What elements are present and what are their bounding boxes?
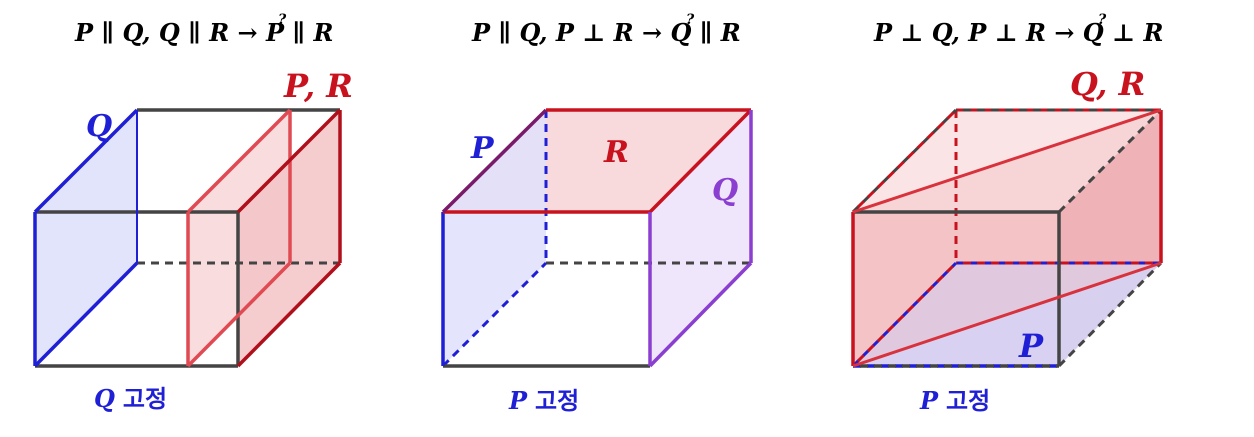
formula-1-question: ? xyxy=(278,12,287,28)
formula-2-question: ? xyxy=(686,12,695,28)
plane-r-edge xyxy=(648,108,753,214)
formula-2: P ∥ Q, P ⊥ R → Q ∥ R xyxy=(471,18,741,47)
plane-q-edge xyxy=(33,108,139,214)
plane-p-edge xyxy=(186,261,292,368)
hidden-edge xyxy=(851,261,958,368)
plane-q-edge xyxy=(648,261,753,368)
formula-1: P ∥ Q, Q ∥ R → P ∥ R xyxy=(74,18,333,47)
label-p: P xyxy=(1018,327,1044,365)
plane-r-edge xyxy=(236,108,342,214)
hidden-edge xyxy=(1057,261,1163,368)
plane-q xyxy=(853,110,1161,366)
plane-r-edge xyxy=(236,261,342,368)
label-q: Q xyxy=(712,173,738,208)
plane-q xyxy=(35,110,137,366)
hidden-edge xyxy=(851,108,958,214)
hidden-edge xyxy=(1057,108,1163,214)
formula-3: P ⊥ Q, P ⊥ R → Q ⊥ R xyxy=(873,18,1163,47)
formula-3-question: ? xyxy=(1098,12,1107,28)
label-q: Q xyxy=(86,109,112,144)
hidden-edge xyxy=(851,108,958,214)
plane-r-edge xyxy=(441,108,548,214)
hidden-edge xyxy=(441,261,548,368)
plane-p-edge xyxy=(186,108,292,214)
label-r: R xyxy=(603,135,629,170)
panel-3: P ⊥ Q, P ⊥ R → Q ⊥ R ? Q, R xyxy=(851,12,1163,415)
label-pr: P, R xyxy=(283,67,353,105)
hidden-edge xyxy=(851,261,958,368)
plane-r-diagonal xyxy=(852,261,1162,368)
plane-q-edge xyxy=(33,261,139,368)
plane-p xyxy=(443,110,546,366)
label-p: P xyxy=(470,131,495,166)
label-qr: Q, R xyxy=(1070,65,1145,103)
plane-q xyxy=(650,110,751,366)
plane-q-diagonal xyxy=(852,108,1162,214)
